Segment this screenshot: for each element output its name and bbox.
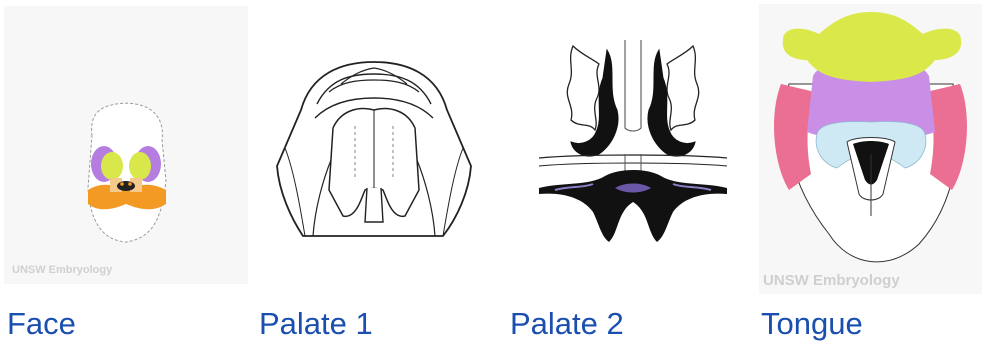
- tongue-illustration: [759, 4, 982, 294]
- face-illustration: [4, 6, 248, 284]
- gallery-item-tongue[interactable]: UNSW Embryology Tongue: [755, 0, 986, 349]
- face-link[interactable]: Face: [7, 306, 76, 342]
- face-thumbnail[interactable]: UNSW Embryology: [4, 6, 248, 284]
- tongue-thumbnail[interactable]: UNSW Embryology: [759, 4, 982, 294]
- gallery-item-palate-2[interactable]: Palate 2: [505, 0, 750, 349]
- palate-1-thumbnail[interactable]: [271, 40, 477, 252]
- gallery-item-face[interactable]: UNSW Embryology Face: [0, 0, 250, 349]
- palate-2-illustration: [533, 36, 733, 244]
- palate-1-illustration: [271, 40, 477, 252]
- watermark: UNSW Embryology: [12, 264, 112, 276]
- palate-2-thumbnail[interactable]: [533, 36, 733, 244]
- palate-1-link[interactable]: Palate 1: [259, 306, 373, 342]
- palate-2-link[interactable]: Palate 2: [510, 306, 624, 342]
- watermark: UNSW Embryology: [763, 272, 900, 289]
- gallery-item-palate-1[interactable]: Palate 1: [255, 0, 495, 349]
- tongue-link[interactable]: Tongue: [761, 306, 863, 342]
